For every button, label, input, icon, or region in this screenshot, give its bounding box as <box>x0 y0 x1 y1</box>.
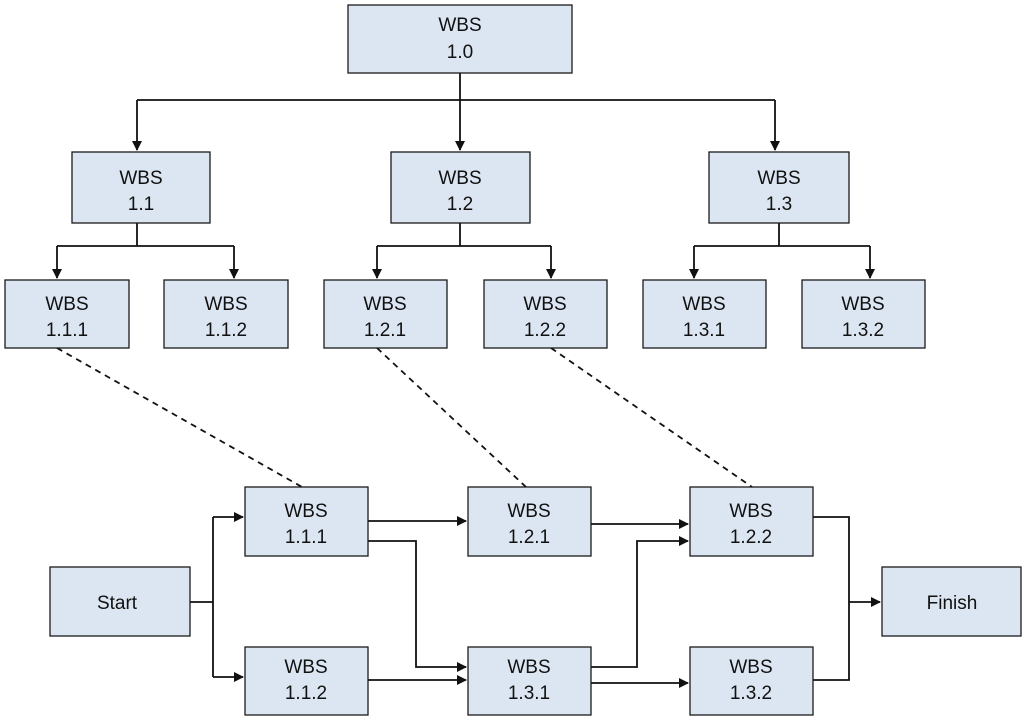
network-wbs-1-1-1: WBS 1.1.1 <box>244 486 369 557</box>
node-wbs-1-3-2: WBS 1.3.2 <box>801 279 926 349</box>
node-code: 1.3 <box>766 194 792 215</box>
network-wbs-1-3-2: WBS 1.3.2 <box>689 646 814 716</box>
network-wbs-1-1-2: WBS 1.1.2 <box>244 646 369 716</box>
network-start: Start <box>49 566 191 637</box>
node-label: WBS <box>284 501 327 522</box>
node-code: 1.3.2 <box>842 320 884 341</box>
arrow-1-1-1-to-1-3-1 <box>368 540 467 672</box>
dashed-link-1-2-1 <box>376 347 527 488</box>
node-wbs-1-1: WBS 1.1 <box>71 151 211 224</box>
node-code: 1.1.2 <box>205 320 247 341</box>
node-wbs-1-3-1: WBS 1.3.1 <box>642 279 767 349</box>
node-code: 1.2.2 <box>524 320 566 341</box>
node-wbs-1-3: WBS 1.3 <box>708 151 850 224</box>
start-label: Start <box>97 593 138 614</box>
node-code: 1.2.2 <box>730 527 772 548</box>
node-wbs-1-2: WBS 1.2 <box>390 151 531 224</box>
network-wbs-1-2-2: WBS 1.2.2 <box>689 486 814 557</box>
node-code: 1.2.1 <box>508 527 550 548</box>
mapping-links <box>56 347 753 488</box>
node-label: WBS <box>45 294 88 315</box>
hierarchy-connectors <box>52 73 875 279</box>
node-label: WBS <box>682 294 725 315</box>
node-code: 1.1 <box>128 194 154 215</box>
node-label: WBS <box>363 294 406 315</box>
dashed-link-1-2-2 <box>550 347 753 488</box>
network-finish: Finish <box>881 566 1022 637</box>
node-label: WBS <box>204 294 247 315</box>
node-wbs-1-1-2: WBS 1.1.2 <box>163 279 289 349</box>
node-label: WBS <box>507 501 550 522</box>
node-code: 1.0 <box>447 42 473 63</box>
node-code: 1.3.1 <box>683 320 725 341</box>
node-code: 1.2.1 <box>364 320 406 341</box>
node-wbs-1-1-1: WBS 1.1.1 <box>4 279 130 349</box>
node-label: WBS <box>119 168 162 189</box>
node-label: WBS <box>841 294 884 315</box>
network-connectors <box>190 512 881 688</box>
network-wbs-1-2-1: WBS 1.2.1 <box>467 486 592 557</box>
node-code: 1.2 <box>447 194 473 215</box>
node-label: WBS <box>729 501 772 522</box>
node-code: 1.3.1 <box>508 683 550 704</box>
node-wbs-1-2-1: WBS 1.2.1 <box>323 279 448 349</box>
node-code: 1.3.2 <box>730 683 772 704</box>
dashed-link-1-1-1 <box>56 347 303 488</box>
node-wbs-1-2-2: WBS 1.2.2 <box>483 279 608 349</box>
node-code: 1.1.1 <box>285 527 327 548</box>
arrow-1-3-1-to-1-2-2 <box>591 536 689 668</box>
node-label: WBS <box>757 168 800 189</box>
node-label: WBS <box>729 657 772 678</box>
node-wbs-1-0: WBS 1.0 <box>347 4 573 74</box>
connector-1-2-2-to-finish <box>813 516 850 681</box>
finish-label: Finish <box>927 593 978 614</box>
node-label: WBS <box>523 294 566 315</box>
node-code: 1.1.2 <box>285 683 327 704</box>
node-label: WBS <box>284 657 327 678</box>
node-label: WBS <box>438 15 481 36</box>
node-label: WBS <box>438 168 481 189</box>
node-label: WBS <box>507 657 550 678</box>
node-code: 1.1.1 <box>46 320 88 341</box>
network-wbs-1-3-1: WBS 1.3.1 <box>467 646 592 716</box>
